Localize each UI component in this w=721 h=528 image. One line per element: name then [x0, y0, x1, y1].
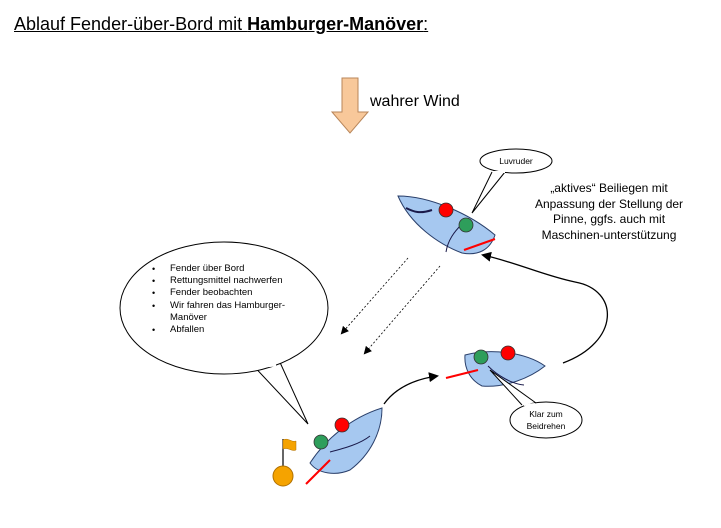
wind-label: wahrer Wind	[369, 93, 460, 110]
boat-bottom	[305, 407, 383, 485]
maneuver-steps-list: Fender über Bord Rettungsmittel nachwerf…	[138, 263, 322, 336]
callout-beidrehen-line2: Beidrehen	[527, 421, 566, 431]
course-arrow-1	[383, 372, 439, 405]
boat-middle-rudder	[445, 369, 479, 379]
title-prefix: Ablauf Fender-über-Bord mit	[14, 14, 248, 34]
title-suffix: :	[423, 14, 429, 34]
boat-top-sail	[405, 207, 433, 214]
callout-beidrehen: Klar zum Beidrehen	[489, 369, 583, 439]
callout-luvruder-text: Luvruder	[499, 156, 533, 166]
boat-bottom-port-light	[334, 417, 350, 433]
boat-bottom-hull	[309, 407, 383, 474]
beiliegen-note: „aktives“ Beiliegen mit Anpassung der St…	[525, 181, 693, 243]
page-title: Ablauf Fender-über-Bord mit Hamburger-Ma…	[14, 14, 428, 35]
boat-middle-port-light	[500, 345, 516, 361]
note-line: „aktives“ Beiliegen mit	[550, 181, 668, 195]
title-bold: Hamburger-Manöver	[247, 14, 424, 34]
boat-middle-curve	[487, 365, 525, 386]
note-line: Maschinen-unterstützung	[541, 227, 677, 242]
step-item: Fender beobachten	[152, 287, 322, 299]
drift-arrow-left	[340, 257, 409, 335]
boat-bottom-curve	[329, 435, 371, 453]
step-item: Wir fahren das Hamburger-Manöver	[152, 300, 322, 324]
fender-flag-icon	[272, 438, 297, 487]
boat-top	[397, 195, 496, 255]
boat-middle	[445, 345, 546, 387]
callout-luvruder: Luvruder	[471, 148, 553, 214]
course-arrow-2	[481, 251, 609, 364]
boat-bottom-rudder	[305, 459, 331, 485]
boat-top-port-light	[438, 202, 454, 218]
step-item: Fender über Bord	[152, 263, 322, 275]
note-line: Anpassung der Stellung der	[534, 196, 684, 211]
boat-bottom-starboard-light	[313, 434, 329, 450]
boat-middle-starboard-light	[473, 349, 489, 365]
boat-top-starboard-light	[458, 217, 474, 233]
step-item: Rettungsmittel nachwerfen	[152, 275, 322, 287]
wind-arrow-icon	[330, 77, 370, 134]
drift-arrow-right	[363, 265, 441, 355]
boat-top-rudder	[463, 238, 496, 251]
note-line: Pinne, ggfs. auch mit	[552, 212, 666, 227]
callout-beidrehen-line1: Klar zum	[529, 409, 563, 419]
step-item: Abfallen	[152, 324, 322, 336]
